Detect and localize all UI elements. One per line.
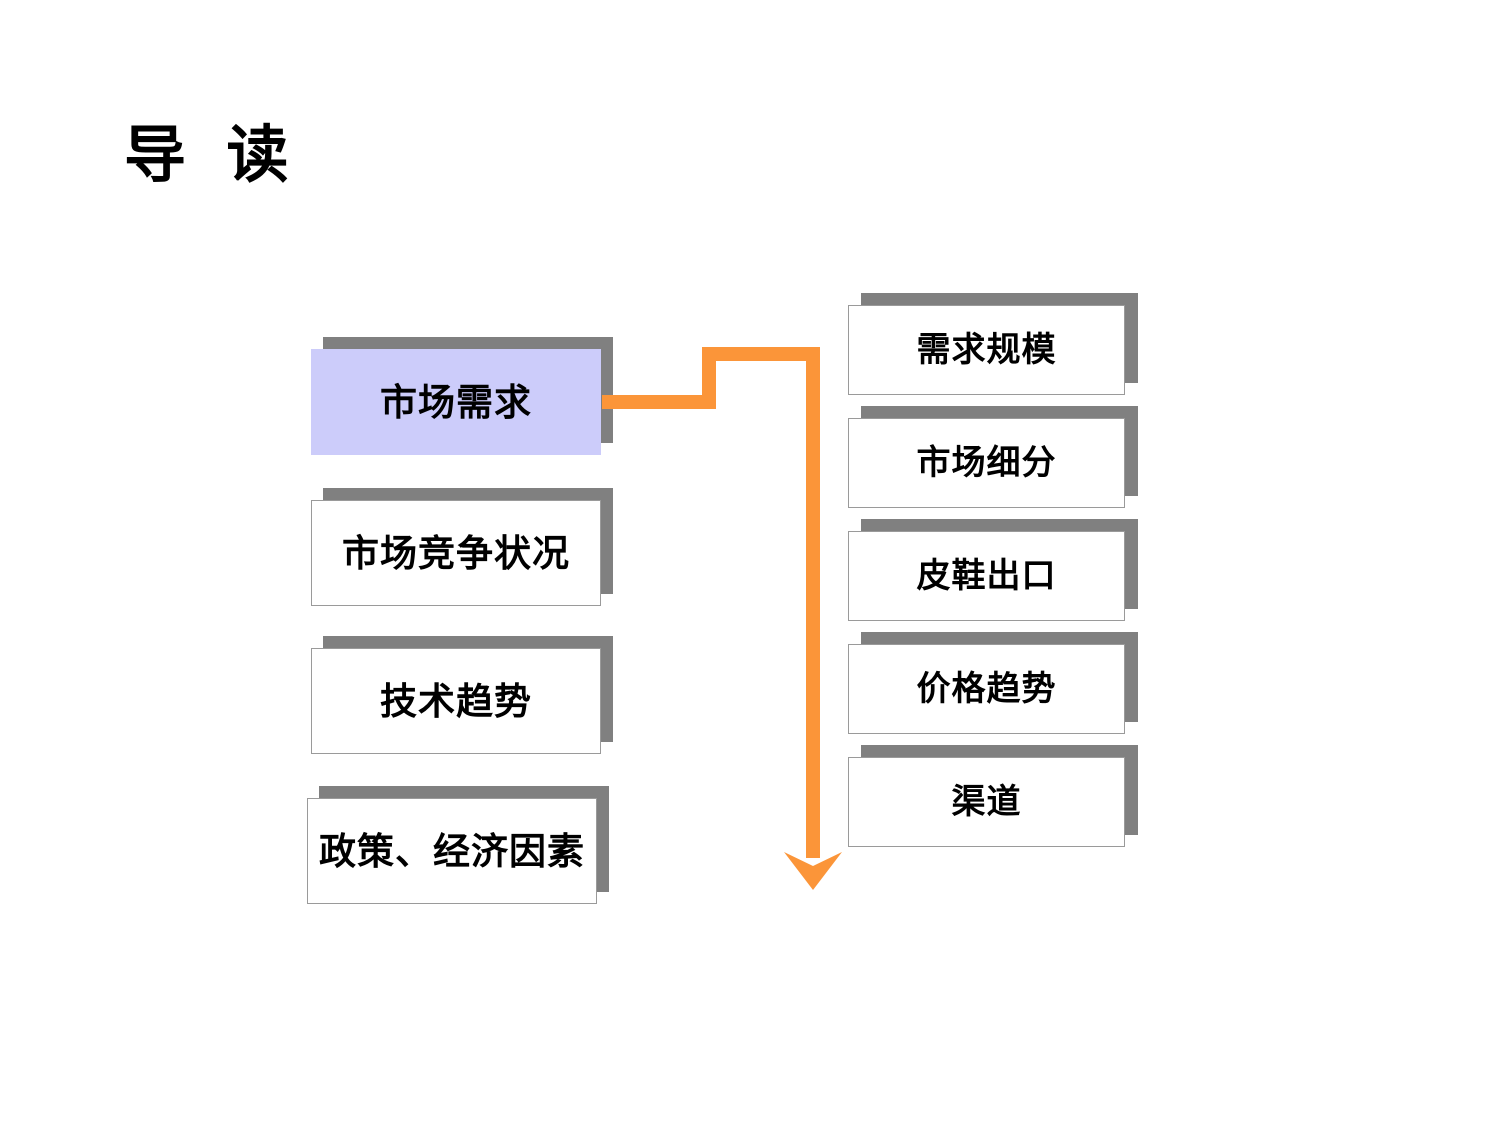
topic-box-policy-economy[interactable]: 政策、经济因素: [307, 786, 609, 904]
subtopic-box-label: 需求规模: [916, 331, 1057, 369]
topic-box-label: 政策、经济因素: [319, 830, 585, 872]
topic-box-label: 市场竞争状况: [342, 532, 570, 574]
page-title: 导 读: [124, 121, 291, 190]
arrowhead-down-icon: [784, 852, 842, 890]
subtopic-box-price-trend[interactable]: 价格趋势: [848, 632, 1138, 734]
topic-box-technology-trend[interactable]: 技术趋势: [311, 636, 613, 754]
subtopic-box-demand-scale[interactable]: 需求规模: [848, 293, 1138, 395]
subtopic-box-label: 市场细分: [916, 444, 1057, 482]
box-face: 市场需求: [311, 349, 601, 455]
topic-box-label: 技术趋势: [380, 680, 532, 722]
box-face: 政策、经济因素: [307, 798, 597, 904]
topic-box-market-demand[interactable]: 市场需求: [311, 337, 613, 455]
box-face: 技术趋势: [311, 648, 601, 754]
box-face: 市场竞争状况: [311, 500, 601, 606]
subtopic-box-channel[interactable]: 渠道: [848, 745, 1138, 847]
elbow-arrow-connector: [602, 347, 820, 858]
box-face: 价格趋势: [848, 644, 1125, 734]
subtopic-box-label: 价格趋势: [916, 670, 1057, 708]
box-face: 需求规模: [848, 305, 1125, 395]
subtopic-box-leather-shoe-export[interactable]: 皮鞋出口: [848, 519, 1138, 621]
subtopic-box-label: 渠道: [951, 783, 1022, 821]
box-face: 渠道: [848, 757, 1125, 847]
topic-box-label: 市场需求: [380, 381, 532, 423]
topic-box-market-competition[interactable]: 市场竞争状况: [311, 488, 613, 606]
subtopic-box-market-segmentation[interactable]: 市场细分: [848, 406, 1138, 508]
box-face: 皮鞋出口: [848, 531, 1125, 621]
box-face: 市场细分: [848, 418, 1125, 508]
subtopic-box-label: 皮鞋出口: [916, 557, 1057, 595]
